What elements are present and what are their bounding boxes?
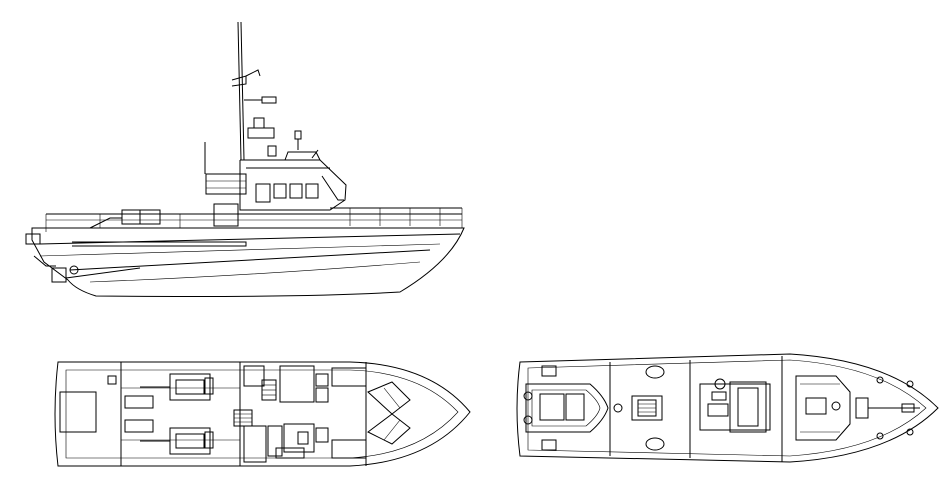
cabins xyxy=(243,365,367,463)
side-elevation-view xyxy=(25,21,465,297)
wheelhouse xyxy=(204,142,347,211)
mast xyxy=(231,21,302,161)
hull xyxy=(25,227,465,297)
deck-hatches xyxy=(613,365,665,451)
wheelhouse-roof xyxy=(699,378,771,433)
lower-deck-plan-view xyxy=(54,361,471,467)
engines xyxy=(107,373,214,455)
forepeak-bunks xyxy=(367,381,411,445)
stern-tender xyxy=(523,365,609,451)
upper-deck-plan-view xyxy=(516,353,939,463)
bridge-console xyxy=(795,375,851,441)
deck-railing xyxy=(45,203,463,232)
foredeck-anchor xyxy=(855,376,920,440)
